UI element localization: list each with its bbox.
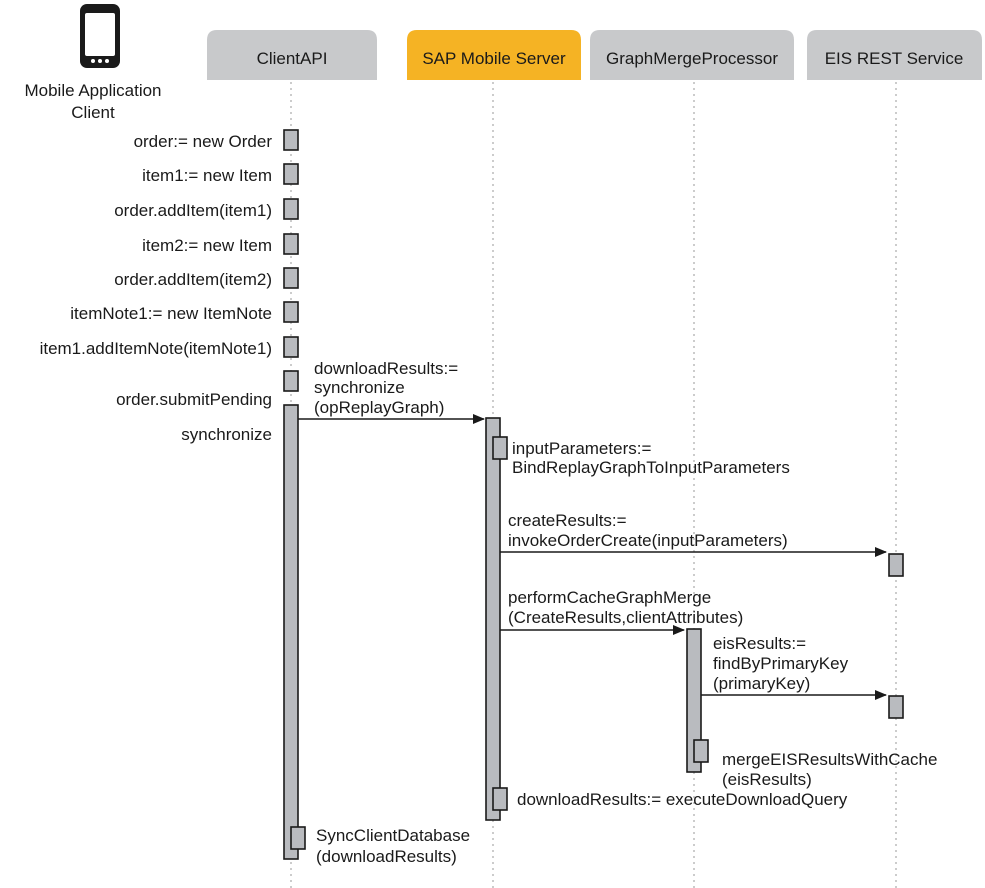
svg-text:eisResults:=: eisResults:=: [713, 634, 806, 653]
client-call-label: itemNote1:= new ItemNote: [70, 304, 272, 323]
participant-header-box: [407, 30, 581, 80]
message-label-download-sync: downloadResults:= synchronize (opReplayG…: [314, 359, 458, 417]
svg-text:(opReplayGraph): (opReplayGraph): [314, 398, 444, 417]
message-label-merge-eis: mergeEISResultsWithCache (eisResults): [722, 750, 937, 789]
message-label-input-parameters: inputParameters:= BindReplayGraphToInput…: [512, 439, 790, 477]
svg-text:findByPrimaryKey: findByPrimaryKey: [713, 654, 849, 673]
participant-header-box: [207, 30, 377, 80]
participant-header-box: [807, 30, 982, 80]
svg-text:(primaryKey): (primaryKey): [713, 674, 810, 693]
activation-box: [283, 336, 299, 358]
actor-label-line2: Client: [71, 103, 115, 122]
participant-header-box: [590, 30, 794, 80]
message-label-create-results: createResults:= invokeOrderCreate(inputP…: [508, 511, 788, 550]
activation-bar-graphmergeprocessor: [686, 628, 702, 773]
svg-text:createResults:=: createResults:=: [508, 511, 627, 530]
client-call-label: order.submitPending: [116, 390, 272, 409]
participant-label: ClientAPI: [257, 49, 328, 68]
client-call-label: synchronize: [181, 425, 272, 444]
svg-text:downloadResults:=: downloadResults:=: [314, 359, 458, 378]
activation-bar-sap-mobile-server: [485, 417, 501, 821]
activation-box: [888, 553, 904, 577]
participant-label: SAP Mobile Server: [422, 49, 566, 68]
participant-sap-mobile-server: SAP Mobile Server: [407, 30, 581, 80]
activation-box: [283, 198, 299, 220]
client-call-label: order.addItem(item2): [114, 270, 272, 289]
participant-label: EIS REST Service: [825, 49, 964, 68]
svg-text:performCacheGraphMerge: performCacheGraphMerge: [508, 588, 711, 607]
activation-box: [290, 826, 306, 850]
activation-box: [693, 739, 709, 763]
svg-text:(CreateResults,clientAttribute: (CreateResults,clientAttributes): [508, 608, 743, 627]
activation-box: [283, 233, 299, 255]
svg-text:downloadResults:= executeDownl: downloadResults:= executeDownloadQuery: [517, 790, 848, 809]
svg-text:SyncClientDatabase: SyncClientDatabase: [316, 826, 470, 845]
activation-box: [283, 129, 299, 151]
activation-box: [283, 163, 299, 185]
participant-clientapi: ClientAPI: [207, 30, 377, 80]
actor-label-line1: Mobile Application: [24, 81, 161, 100]
client-call-label: item2:= new Item: [142, 236, 272, 255]
participant-label: GraphMergeProcessor: [606, 49, 778, 68]
message-label-sync-db: SyncClientDatabase (downloadResults): [316, 826, 470, 866]
svg-text:(eisResults): (eisResults): [722, 770, 812, 789]
activation-bar-clientapi: [283, 404, 299, 860]
participant-graphmergeprocessor: GraphMergeProcessor: [590, 30, 794, 80]
svg-text:(downloadResults): (downloadResults): [316, 847, 457, 866]
mobile-phone-icon: [80, 4, 120, 68]
message-label-download-query: downloadResults:= executeDownloadQuery: [517, 790, 848, 809]
activation-box: [492, 787, 508, 811]
svg-text:inputParameters:=: inputParameters:=: [512, 439, 651, 458]
client-call-label: item1.addItemNote(itemNote1): [40, 339, 272, 358]
message-label-eis-results: eisResults:= findByPrimaryKey (primaryKe…: [713, 634, 849, 693]
svg-text:synchronize: synchronize: [314, 378, 405, 397]
client-call-label: order.addItem(item1): [114, 201, 272, 220]
svg-text:mergeEISResultsWithCache: mergeEISResultsWithCache: [722, 750, 937, 769]
activation-box: [283, 267, 299, 289]
client-call-label: order:= new Order: [134, 132, 273, 151]
activation-box: [492, 436, 508, 460]
activation-box: [283, 301, 299, 323]
activation-box: [888, 695, 904, 719]
svg-text:invokeOrderCreate(inputParamet: invokeOrderCreate(inputParameters): [508, 531, 788, 550]
message-label-cache-merge: performCacheGraphMerge (CreateResults,cl…: [508, 588, 743, 627]
svg-text:BindReplayGraphToInputParamete: BindReplayGraphToInputParameters: [512, 458, 790, 477]
activation-box: [283, 370, 299, 392]
participant-eis-rest-service: EIS REST Service: [807, 30, 982, 80]
client-call-label: item1:= new Item: [142, 166, 272, 185]
